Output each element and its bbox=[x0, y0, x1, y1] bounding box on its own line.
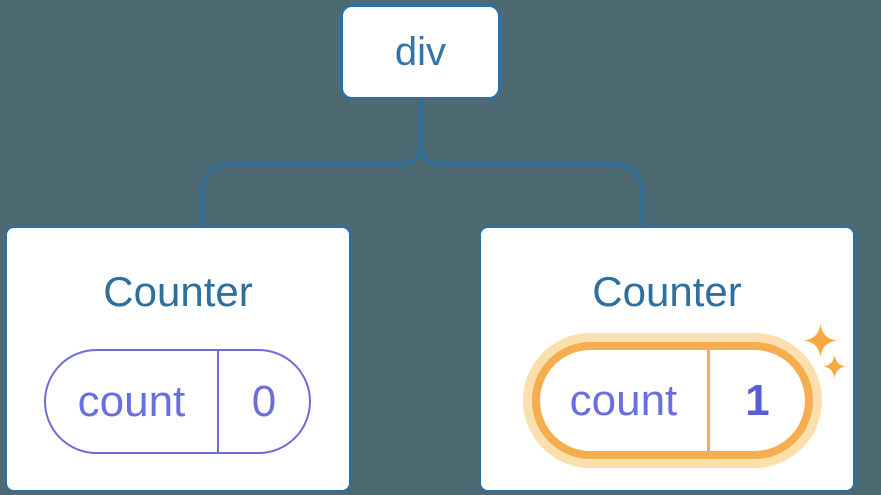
state-label: count bbox=[569, 375, 678, 425]
sparkle-icon bbox=[823, 355, 846, 378]
state-value: 0 bbox=[216, 351, 309, 452]
counter-card-left: Counter count 0 bbox=[5, 226, 351, 492]
state-pill-highlighted: count 1 bbox=[532, 342, 813, 459]
root-node-label: div bbox=[394, 29, 447, 74]
counter-card-right: Counter count 1 bbox=[479, 226, 855, 492]
state-pill: count 0 bbox=[44, 349, 311, 454]
sparkle-icon bbox=[804, 324, 837, 357]
component-name: Counter bbox=[592, 268, 742, 315]
component-name: Counter bbox=[103, 268, 253, 315]
root-node-div: div bbox=[340, 4, 501, 100]
state-value: 1 bbox=[706, 350, 805, 451]
connector-stem-left-branch bbox=[200, 100, 423, 226]
state-label: count bbox=[77, 376, 186, 426]
connector-right-branch bbox=[418, 100, 645, 226]
